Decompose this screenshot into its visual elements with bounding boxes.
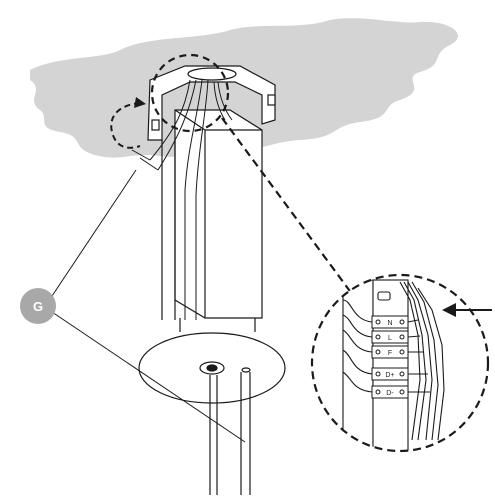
detail-magnifier-circle: N L F D+ D- bbox=[310, 273, 490, 453]
callout-g: G bbox=[20, 169, 246, 443]
arrow-pointer bbox=[442, 303, 492, 317]
support-tube bbox=[161, 140, 176, 320]
dashed-loop-arrow bbox=[110, 97, 146, 149]
callout-label: G bbox=[33, 299, 43, 314]
suspension-cable bbox=[209, 372, 251, 495]
terminal-label-dplus: D+ bbox=[385, 372, 394, 379]
terminal-label-n: N bbox=[387, 320, 392, 327]
canopy-plate bbox=[138, 318, 286, 404]
terminal-label-l: L bbox=[388, 335, 392, 342]
detail-source-circle bbox=[150, 53, 230, 133]
terminal-blocks bbox=[371, 315, 409, 399]
bracket-wires bbox=[131, 79, 233, 320]
driver-box bbox=[174, 109, 263, 319]
ceiling-cloud bbox=[30, 18, 459, 158]
detail-connector-dashed bbox=[221, 117, 356, 299]
terminal-label-f: F bbox=[388, 350, 392, 357]
terminal-label-dminus: D- bbox=[386, 390, 394, 397]
